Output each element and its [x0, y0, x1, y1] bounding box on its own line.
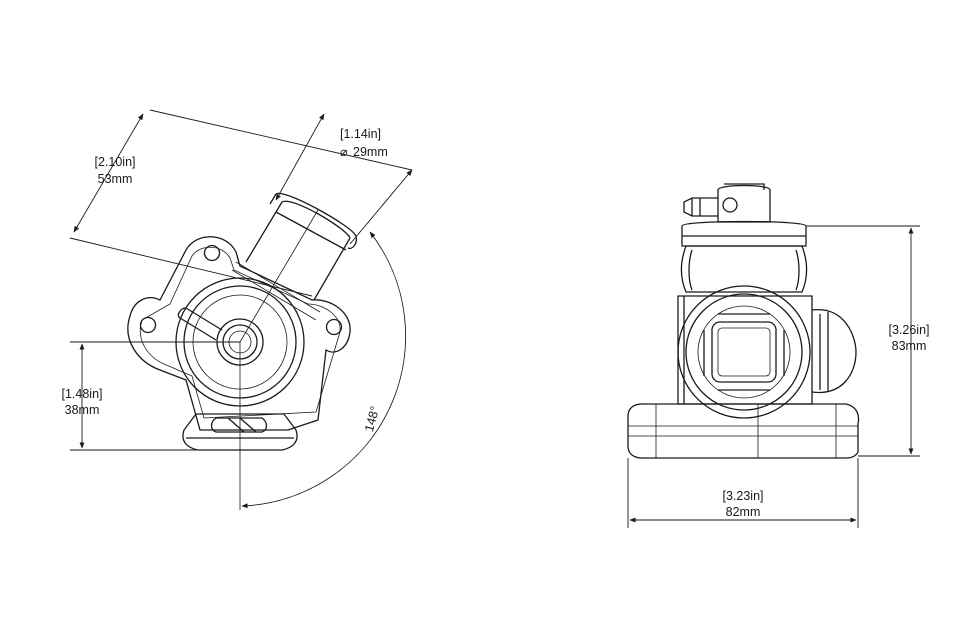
left-dim-diameter-mm: 29mm [353, 145, 388, 159]
right-vacuum-nipple [683, 197, 718, 217]
left-flange-outline [127, 236, 351, 431]
right-base-flange-lines [628, 404, 858, 458]
left-inlet-pipe [245, 200, 351, 301]
right-inlet-slots [703, 313, 785, 391]
right-housing [680, 245, 808, 293]
left-dim-diameter-symbol: ⌀ [340, 145, 348, 159]
right-top-fitting [717, 183, 771, 223]
right-inlet-ring [685, 293, 803, 411]
left-view-drawing [127, 192, 358, 510]
left-dim-diameter: [1.14in] ⌀ 29mm [275, 113, 413, 245]
right-dim-height: [3.26in] 83mm [806, 225, 930, 457]
left-dim-length-inches: [2.10in] [94, 155, 135, 169]
left-bolt-hole-right [325, 318, 343, 336]
right-dim-height-mm: 83mm [892, 339, 927, 353]
right-dim-width-mm: 82mm [726, 505, 761, 519]
left-bolt-hole-top [203, 244, 221, 262]
left-vacuum-stub [177, 307, 223, 341]
left-dim-height: [1.48in] 38mm [61, 341, 240, 451]
right-dim-width-ext [627, 458, 859, 528]
right-cap [681, 220, 807, 247]
left-dim-length-line [73, 113, 144, 233]
left-bolt-hole-left [139, 316, 157, 334]
left-dim-length-mm: 53mm [98, 172, 133, 186]
right-dim-width: [3.23in] 82mm [627, 458, 859, 528]
right-base-flange [627, 403, 860, 459]
left-dim-diameter-inches: [1.14in] [340, 127, 381, 141]
left-dim-diameter-line2 [349, 169, 413, 245]
right-dim-height-ext [806, 225, 920, 457]
right-view-drawing [627, 183, 860, 459]
right-top-fitting-hole [722, 197, 738, 213]
left-dim-diameter-line [275, 113, 325, 201]
right-inlet-square-inner [717, 327, 771, 377]
right-dim-width-inches: [3.23in] [722, 489, 763, 503]
left-dim-height-ext [70, 341, 240, 451]
left-dim-height-mm: 38mm [65, 403, 100, 417]
right-inlet-ring-inner [697, 305, 791, 399]
left-dim-height-inches: [1.48in] [61, 387, 102, 401]
left-dim-angle-label: 148° [362, 405, 382, 434]
left-dim-angle-arc [241, 231, 406, 509]
right-inlet-outer [677, 285, 811, 419]
right-side-outlet [811, 309, 857, 394]
right-dim-height-inches: [3.26in] [888, 323, 929, 337]
right-inlet-square [711, 321, 777, 383]
left-centerline-axis [239, 209, 319, 510]
left-dim-angle: 148° [241, 231, 406, 509]
